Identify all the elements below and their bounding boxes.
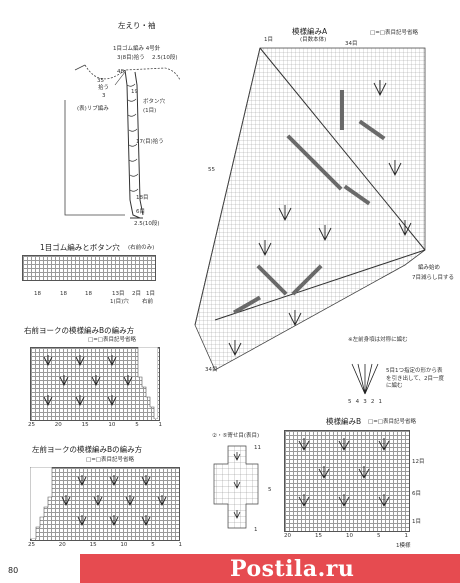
right-yoke-axis-5: 5 <box>135 422 139 428</box>
band-label-3: 18 <box>85 291 92 297</box>
decrease-num-3: 3 <box>363 399 367 405</box>
right-yoke-axis-6: 1 <box>158 422 162 428</box>
joining-chart <box>213 445 259 529</box>
buttonhole-band-title: 1目ゴム編みとボタン穴 <box>40 243 120 252</box>
pattern-b-axis-1: 20 <box>284 533 291 539</box>
band-label-4: 13目 <box>112 291 125 297</box>
right-yoke-title: 右前ヨークの模様編みBの編み方 <box>24 326 135 335</box>
buttonhole-label: ボタン穴 <box>143 99 166 105</box>
right-yoke-stitch-marks <box>43 347 158 419</box>
pattern-a-left-edge: 55 <box>208 167 215 173</box>
num-48: 48 <box>117 69 124 75</box>
pattern-b-axis-4: 5 <box>377 533 381 539</box>
pattern-b-axis-3: 10 <box>346 533 353 539</box>
pattern-b-right-6: 6目 <box>412 491 421 497</box>
joining-num-mid: 5 <box>268 487 272 493</box>
pickup-top-label: 3(8目)拾う <box>117 55 145 61</box>
band-label-6: 1目 <box>146 291 155 297</box>
decrease-text: 5目1つ指定の形から表を引き出して、2目一度に編む <box>386 368 445 390</box>
pattern-a-note-right2: 7目減らし目する <box>412 275 454 281</box>
buttonhole-rows: (1目) <box>143 108 157 114</box>
fold-left: (表)リブ編み <box>77 106 109 112</box>
pattern-b-credit: 1模様 <box>396 543 411 549</box>
pattern-a-chart <box>194 47 426 371</box>
decrease-num-2: 2 <box>370 399 375 405</box>
right-yoke-legend: □=□表目記号省略 <box>88 337 137 343</box>
left-yoke-legend: □=□表目記号省略 <box>86 457 135 463</box>
left-yoke-axis-3: 15 <box>89 542 97 548</box>
joining-num-bot: 1 <box>254 527 258 533</box>
pattern-a-width: 34目 <box>345 41 358 47</box>
pattern-b-right-12: 12目 <box>412 459 425 465</box>
band-label-5: 2目 <box>132 291 141 297</box>
pattern-a-note-right: 編み始め <box>418 265 441 271</box>
pattern-b-legend: □=□表目記号省略 <box>368 419 417 425</box>
left-yoke-axis-1: 25 <box>28 542 35 548</box>
pattern-a-note-bottom: ※左前身頃は対称に編む <box>348 337 408 343</box>
buttonhole-band-grid <box>22 255 156 281</box>
band-right-label: 右前 <box>142 299 154 305</box>
band-label-1: 18 <box>34 291 41 297</box>
decrease-num-1: 1 <box>378 399 383 405</box>
bottom-label: 2.5(10段) <box>134 221 160 227</box>
left-yoke-axis-4: 10 <box>120 542 128 548</box>
left-yoke-title: 左前ヨークの模様編みBの編み方 <box>32 445 143 454</box>
pattern-a-legend: □=□表目記号省略 <box>370 30 419 36</box>
page-number: 80 <box>8 566 19 575</box>
right-yoke-axis-2: 20 <box>54 422 62 428</box>
left-yoke-axis-6: 1 <box>178 542 182 548</box>
inc-right-label: 2.5(10段) <box>152 55 178 61</box>
sleeve-drawing <box>64 64 181 219</box>
hole-note: 1(目)穴 <box>110 299 129 305</box>
pickup-side: 17(目)拾う <box>136 139 164 145</box>
pattern-a-left-count: 1目 <box>264 37 273 43</box>
pattern-b-title: 模様編みB <box>326 417 362 426</box>
buttonhole-band-subtitle: (右前のみ) <box>128 245 155 251</box>
left-yoke-axis: 25 20 15 10 5 1 <box>28 542 182 548</box>
num-3: 3 <box>102 93 106 99</box>
rows-6: 6目 <box>136 209 145 215</box>
pattern-b-axis-5: 1 <box>404 533 409 539</box>
right-yoke-axis-3: 15 <box>81 422 89 428</box>
pickup-mid: 拾う <box>98 85 110 91</box>
num-35: 35 <box>97 78 104 84</box>
pattern-b-right-1: 1目 <box>412 519 421 525</box>
pattern-b-stitch-marks <box>298 438 390 507</box>
watermark-band <box>80 554 460 583</box>
right-yoke-axis-4: 10 <box>108 422 116 428</box>
decrease-num-4: 4 <box>355 399 360 405</box>
num-19: 19 <box>131 89 138 95</box>
left-yoke-stitch-marks <box>30 467 167 539</box>
sleeve-title: 左えり・袖 <box>118 21 156 30</box>
pattern-a-bottom-count: 34目 <box>205 367 218 373</box>
pattern-a-title: 模様編みA <box>292 27 328 36</box>
band-label-2: 18 <box>60 291 67 297</box>
left-yoke-axis-5: 5 <box>151 542 155 548</box>
pattern-a-subtitle: (目数本体) <box>300 37 327 43</box>
joining-num-top: 11 <box>254 445 261 451</box>
decrease-num-5: 5 <box>348 399 352 405</box>
joining-title: ②・⑤寄せ目(表目) <box>212 433 260 439</box>
right-yoke-axis-1: 25 <box>28 422 35 428</box>
rib-label: 1目ゴム編み 4号針 <box>113 46 161 52</box>
pattern-b-axis-2: 15 <box>315 533 322 539</box>
rows-18: 18目 <box>136 195 149 201</box>
right-yoke-axis: 25 20 15 10 5 1 <box>28 422 162 428</box>
pattern-b-axis: 20 15 10 5 1 <box>284 533 408 539</box>
left-yoke-axis-2: 20 <box>58 542 66 548</box>
decrease-numbers: 5 4 3 2 1 <box>348 399 382 405</box>
decrease-symbol <box>351 363 379 395</box>
left-yoke-grid <box>30 467 180 541</box>
watermark-logo: Postila.ru <box>230 556 355 582</box>
